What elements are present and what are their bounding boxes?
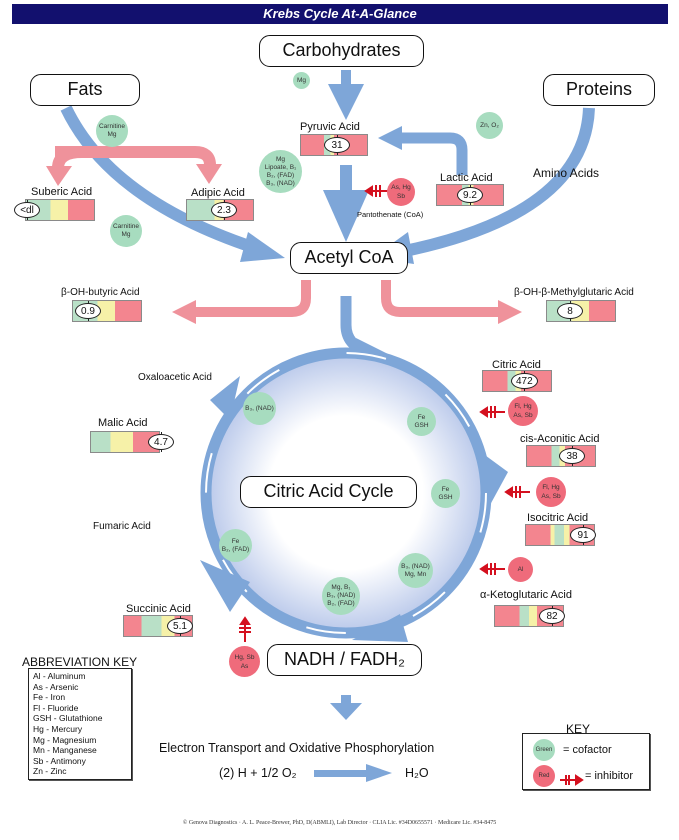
acid-label: β-OH-butyric Acid [61,287,140,298]
acid-value: 91 [570,525,596,545]
inhibitor-akg: Al [508,557,533,582]
legend-key: Green = cofactor Red = inhibitor [522,733,650,790]
acid-label: Isocitric Acid [527,512,589,524]
fats-node: Fats [30,74,140,106]
abbreviation-item: Mn - Manganese [33,745,97,756]
legend-green-swatch: Green [533,739,555,761]
cycle-arrow-left-bottom [200,560,250,612]
etc-title: Electron Transport and Oxidative Phospho… [159,741,435,755]
abbreviation-item: Fl - Fluoride [33,702,79,713]
inhibitor-mark [239,185,584,786]
arrow-nadh-head [330,703,362,720]
cofactor-mg: Mg [293,72,310,89]
acid-value: 0.9 [75,301,101,321]
proteins-node: Proteins [543,74,655,106]
acetyl-coa-node: Acetyl CoA [290,242,408,274]
acid-value: 8 [557,301,583,321]
acid-value: 2.3 [211,200,237,220]
citric-acid-cycle-node: Citric Acid Cycle [240,476,417,508]
acid-value: 9.2 [457,185,483,205]
abbreviation-item: Sb - Antimony [33,755,86,766]
cycle-arrow-bottom [352,614,408,642]
cofactor-aconitase: Fe GSH [431,479,460,508]
acid-value: 82 [539,606,565,626]
acid-label: α-Ketoglutaric Acid [480,589,572,601]
arrow-pyruvate-head [323,190,369,242]
cofactor-carnitine: Carnitine Mg [110,215,142,247]
pantothenate-label: Pantothenate (CoA) [357,210,424,219]
cycle-arrow-right [478,450,508,505]
acid-value: 31 [324,135,350,155]
cofactor-succinate-dh: Fe B₂, (FAD) [219,529,252,562]
key-title: KEY [566,722,591,736]
arrow-fats-branch [55,146,216,166]
arrow-to-butyric [190,280,311,317]
nadh-fadh2-node: NADH / FADH₂ [267,644,422,676]
etc-product: H₂O [405,766,429,780]
arrow-etc-head [366,764,392,782]
arrow-fats [60,105,257,254]
arrow-nadh-shaft [341,695,351,703]
arrow-etc-shaft [314,770,369,777]
inhibitor-pyruvate: As, Hg Sb [387,178,415,206]
abbreviation-item: Zn - Zinc [33,766,67,777]
acid-label: Lactic Acid [440,172,493,184]
cycle-arrow-left-top [210,376,240,420]
acid-label: Suberic Acid [31,186,93,198]
acid-label: Citric Acid [492,359,541,371]
oxaloacetic-acid-label: Oxaloacetic Acid [138,372,212,383]
acid-value: 472 [511,371,538,391]
abbreviation-key: Al - Aluminum As - Arsenic Fe - Iron Fl … [28,668,132,780]
cofactor-akg-dh: Mg, B₁ B₃, (NAD) B₂, (FAD) [322,577,360,615]
etc-reactants: (2) H + 1/2 O₂ [219,766,297,780]
abbreviation-item: Al - Aluminum [33,671,86,681]
carbohydrates-node: Carbohydrates [259,35,424,67]
abbreviation-item: As - Arsenic [33,681,79,692]
legend-cofactor-label: = cofactor [563,744,612,756]
amino-acids-label: Amino Acids [533,166,600,180]
acid-label: Pyruvic Acid [300,121,360,133]
title-banner: Krebs Cycle At-A-Glance [12,4,668,24]
arrow-carbs-shaft [341,70,351,88]
acid-label: Adipic Acid [191,187,245,199]
arrow-lactic [398,132,468,175]
acid-label: Succinic Acid [126,603,191,615]
acid-label: β-OH-β-Methylglutaric Acid [514,287,634,298]
page-title: Krebs Cycle At-A-Glance [263,6,417,21]
cofactor-malate-dh: B₃, (NAD) [243,392,276,425]
arrow-carbs-head [328,84,364,120]
cofactor-carnitine: Carnitine Mg [96,115,128,147]
footer-credit: © Genova Diagnostics · A. L. Peace-Brewe… [182,820,497,826]
cofactor-aconitase: Fe GSH [407,407,436,436]
acid-value: 4.7 [148,432,174,452]
inhibitor-aconitic: Fl, Hg As, Sb [536,477,566,507]
acid-value: 5.1 [167,616,193,636]
inhibitor-nadh: Hg, Sb As [229,646,260,677]
legend-red-swatch: Red [533,765,555,787]
cofactor-isocitrate-dh: B₃, (NAD) Mg, Mn [398,553,433,588]
cofactor-pdh: Mg Lipoate, B₁ B₂, (FAD) B₃, (NAD) [259,150,302,193]
abbreviation-key-title: ABBREVIATION KEY [22,655,138,669]
acid-label: cis-Aconitic Acid [520,433,600,445]
arrow-to-hmg [381,280,500,317]
fumaric-acid-label: Fumaric Acid [93,521,151,532]
abbreviation-item: Hg - Mercury [33,723,83,734]
acid-label: Malic Acid [98,417,148,429]
cofactor-zn-o2: Zn, O₂ [476,112,503,139]
inhibitor-citric: Fl, Hg As, Sb [508,396,538,426]
acid-value: <dl [14,200,40,220]
legend-inhibitor-label: = inhibitor [585,770,634,782]
acid-value: 38 [559,446,585,466]
abbreviation-item: Mg - Magnesium [33,734,97,745]
abbreviation-item: GSH - Glutathione [33,713,103,724]
arrow-pyruvate-shaft [340,165,352,193]
abbreviation-item: Fe - Iron [33,692,66,703]
arrow-proteins [398,107,595,258]
